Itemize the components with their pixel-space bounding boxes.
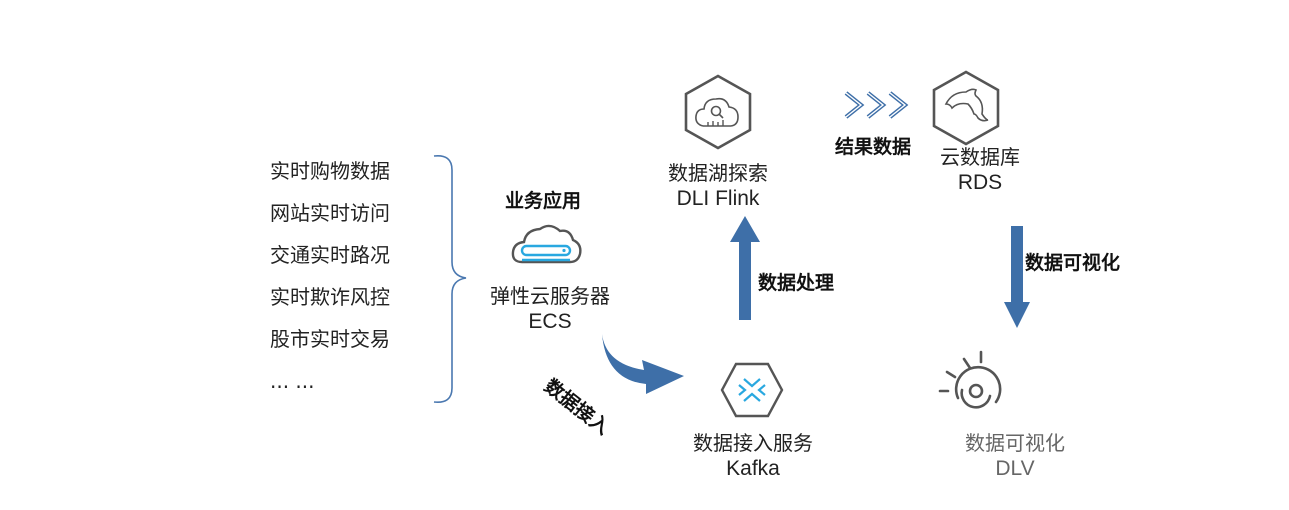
ingest-arrow-icon	[602, 334, 684, 394]
source-item: 交通实时路况	[270, 243, 390, 267]
dli-name-en: DLI Flink	[676, 187, 760, 210]
process-label: 数据处理	[758, 272, 835, 294]
ecs-name-en: ECS	[528, 310, 572, 333]
right-brace-icon	[433, 154, 467, 404]
data-source-list: 实时购物数据 网站实时访问 交通实时路况 实时欺诈风控 股市实时交易 ... .…	[270, 150, 430, 402]
source-item: 网站实时访问	[270, 201, 390, 225]
source-item: 实时购物数据	[270, 159, 390, 183]
kafka-name-en: Kafka	[726, 457, 780, 480]
dlv-name-en: DLV	[995, 457, 1035, 480]
triple-chevron-icon	[844, 91, 909, 119]
dlv-label: 数据可视化 DLV	[950, 430, 1080, 482]
visualize-arrow-icon	[1004, 226, 1030, 328]
dli-name-cn: 数据湖探索	[668, 161, 768, 185]
hexagon-cloud-search-icon	[684, 74, 752, 150]
kafka-label: 数据接入服务 Kafka	[668, 430, 838, 482]
eye-sun-icon	[938, 350, 1002, 409]
visualize-label: 数据可视化	[1025, 252, 1121, 274]
hexagon-converge-icon	[720, 362, 784, 418]
source-item: ... ...	[270, 369, 315, 393]
rds-label: 云数据库 RDS	[920, 144, 1040, 196]
source-item: 实时欺诈风控	[270, 285, 390, 309]
process-arrow-icon	[730, 216, 760, 320]
kafka-name-cn: 数据接入服务	[693, 431, 813, 455]
cloud-server-icon	[511, 224, 582, 264]
ecs-name-cn: 弹性云服务器	[490, 284, 610, 308]
ecs-heading: 业务应用	[505, 190, 582, 212]
rds-name-cn: 云数据库	[940, 145, 1020, 169]
result-label: 结果数据	[835, 136, 912, 158]
rds-name-en: RDS	[957, 171, 1003, 194]
ecs-label: 弹性云服务器 ECS	[475, 283, 625, 335]
dlv-name-cn: 数据可视化	[965, 431, 1065, 455]
dli-label: 数据湖探索 DLI Flink	[643, 160, 793, 212]
source-item: 股市实时交易	[270, 327, 390, 351]
hexagon-dolphin-icon	[932, 70, 1000, 146]
